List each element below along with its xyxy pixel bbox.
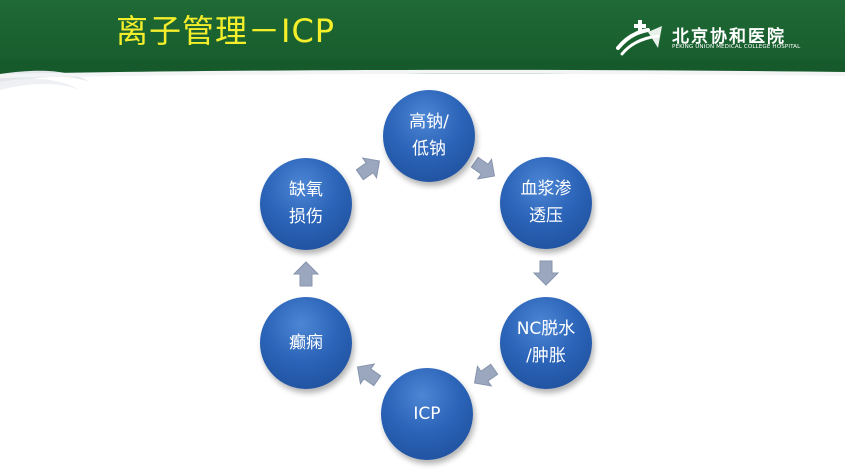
node-label: NC脱水 — [516, 319, 576, 339]
cycle-node-edema: NC脱水 /肿胀 — [500, 297, 592, 389]
cycle-node-sodium: 高钠/ 低钠 — [383, 90, 475, 182]
logo-english-name: PEKING UNION MEDICAL COLLEGE HOSPITAL — [672, 44, 801, 50]
cycle-node-hypoxia: 缺氧 损伤 — [260, 158, 352, 250]
node-label: /肿胀 — [526, 346, 566, 366]
arrow-icp-to-seizure — [356, 363, 382, 387]
node-label: 高钠/ — [409, 112, 449, 132]
node-label: 癫痫 — [289, 332, 323, 353]
header-wave-decoration — [0, 60, 845, 90]
node-label: 缺氧 — [289, 180, 323, 200]
node-label: 低钠 — [411, 139, 446, 159]
logo-chinese-name: 北京协和医院 — [672, 27, 786, 47]
arrow-edema-to-icp — [473, 363, 499, 387]
node-label: 损伤 — [289, 207, 323, 227]
arrow-sodium-to-osmotic — [470, 156, 496, 180]
slide-title: 离子管理－ICP — [116, 12, 336, 50]
arrow-osmotic-to-edema — [532, 260, 560, 286]
node-label: 透压 — [529, 206, 563, 226]
cycle-node-seizure: 癫痫 — [260, 297, 352, 389]
hospital-emblem-icon — [616, 20, 662, 56]
hospital-logo: 北京协和医院 PEKING UNION MEDICAL COLLEGE HOSP… — [614, 18, 819, 58]
node-label: ICP — [413, 403, 441, 424]
cycle-node-osmotic: 血浆渗 透压 — [500, 157, 592, 249]
arrow-hypoxia-to-sodium — [355, 157, 381, 181]
arrow-seizure-to-hypoxia — [292, 261, 320, 287]
cycle-node-icp: ICP — [381, 368, 473, 460]
node-label: 血浆渗 — [520, 179, 572, 199]
